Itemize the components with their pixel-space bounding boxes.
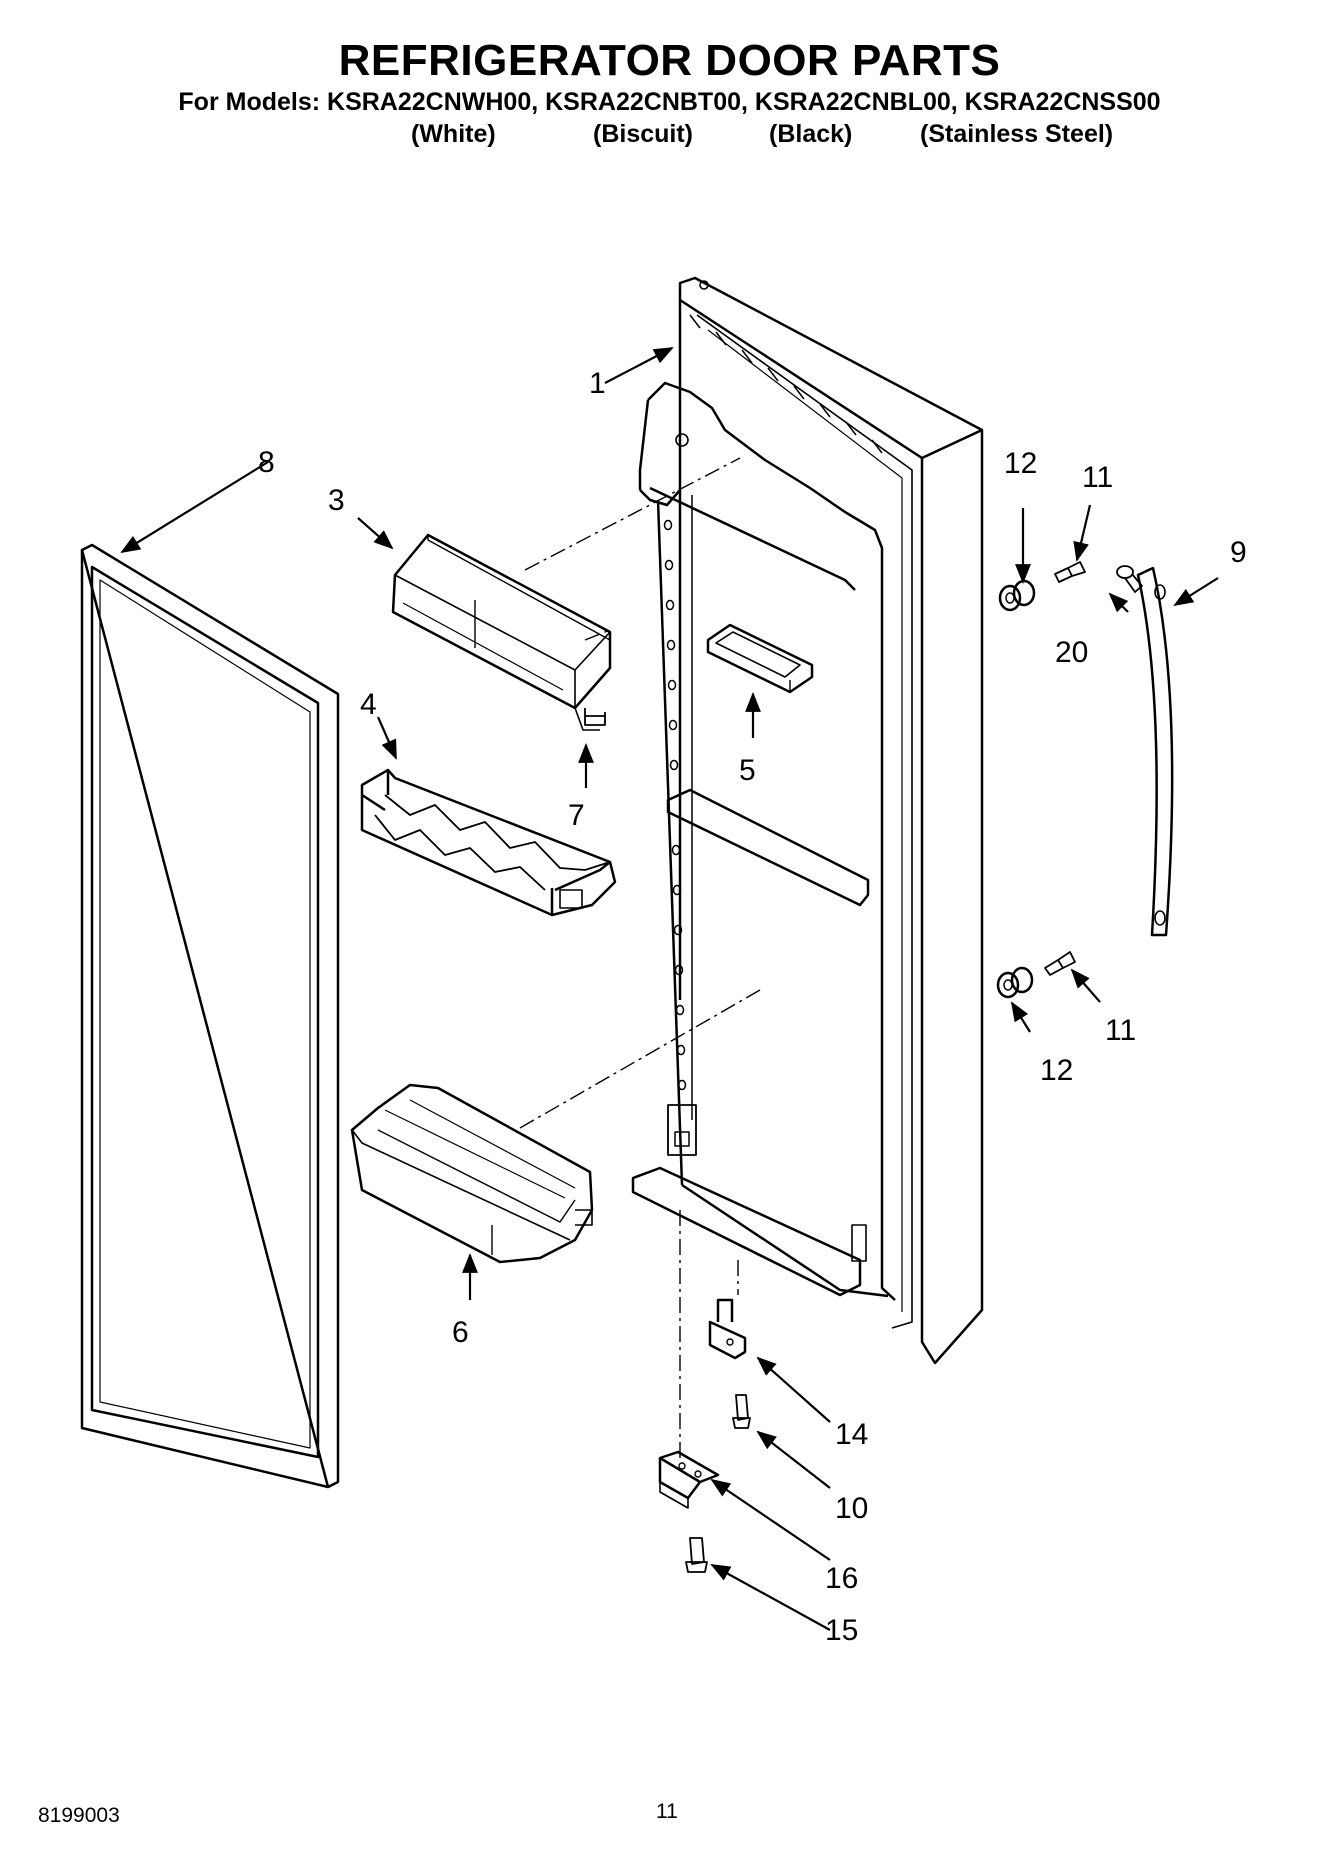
callout-10: 10 <box>835 1492 868 1525</box>
leader-arrows <box>120 347 1219 1631</box>
small-bin-part-5 <box>706 623 814 694</box>
shelf-peg-holes <box>663 519 687 1091</box>
document-number: 8199003 <box>38 1804 120 1827</box>
dairy-hinge-part-7 <box>584 708 606 726</box>
bushing-part-12-lower <box>996 966 1034 999</box>
callout-3: 3 <box>328 484 345 517</box>
dairy-door-part-3 <box>391 533 612 731</box>
callout-12-lower: 12 <box>1040 1054 1073 1087</box>
door-gasket-part-8 <box>80 543 340 1489</box>
finish-stainless-steel: (Stainless Steel) <box>920 120 1114 148</box>
callout-9: 9 <box>1230 536 1247 569</box>
callout-11-upper: 11 <box>1082 461 1113 494</box>
door-bin-part-6 <box>350 1083 594 1264</box>
door-handle-part-9 <box>1136 566 1174 937</box>
screw-part-10 <box>732 1394 751 1429</box>
bushing-part-12-upper <box>998 579 1036 612</box>
finish-biscuit: (Biscuit) <box>593 120 693 148</box>
finish-white: (White) <box>411 120 496 148</box>
egg-tray-part-4 <box>360 768 617 917</box>
callout-7: 7 <box>568 799 585 832</box>
callout-12-upper: 12 <box>1004 447 1037 480</box>
finish-black: (Black) <box>769 120 853 148</box>
callout-5: 5 <box>739 754 756 787</box>
callout-6: 6 <box>452 1316 469 1349</box>
callout-15: 15 <box>825 1614 858 1647</box>
callout-4: 4 <box>360 688 377 721</box>
screw-part-20 <box>1116 565 1143 593</box>
screw-part-11-lower <box>1044 951 1076 976</box>
callout-20: 20 <box>1055 636 1088 669</box>
screw-part-15 <box>685 1537 708 1573</box>
page-number: 11 <box>656 1800 678 1823</box>
page-title: REFRIGERATOR DOOR PARTS <box>338 36 1001 85</box>
callout-14: 14 <box>835 1418 868 1451</box>
callout-16: 16 <box>825 1562 858 1595</box>
screw-part-11-upper <box>1054 561 1086 583</box>
door-assembly-part-1 <box>631 276 984 1365</box>
callout-labels: 1 8 3 4 7 5 6 12 11 9 20 11 12 14 10 16 … <box>258 367 1247 1647</box>
hinge-pin-part-14 <box>708 1298 747 1360</box>
callout-11-lower: 11 <box>1105 1014 1136 1047</box>
callout-8: 8 <box>258 446 275 479</box>
alignment-lines <box>519 457 761 1460</box>
hinge-bracket-part-16 <box>658 1450 720 1509</box>
callout-1: 1 <box>589 367 606 400</box>
models-line: For Models: KSRA22CNWH00, KSRA22CNBT00, … <box>178 88 1161 116</box>
